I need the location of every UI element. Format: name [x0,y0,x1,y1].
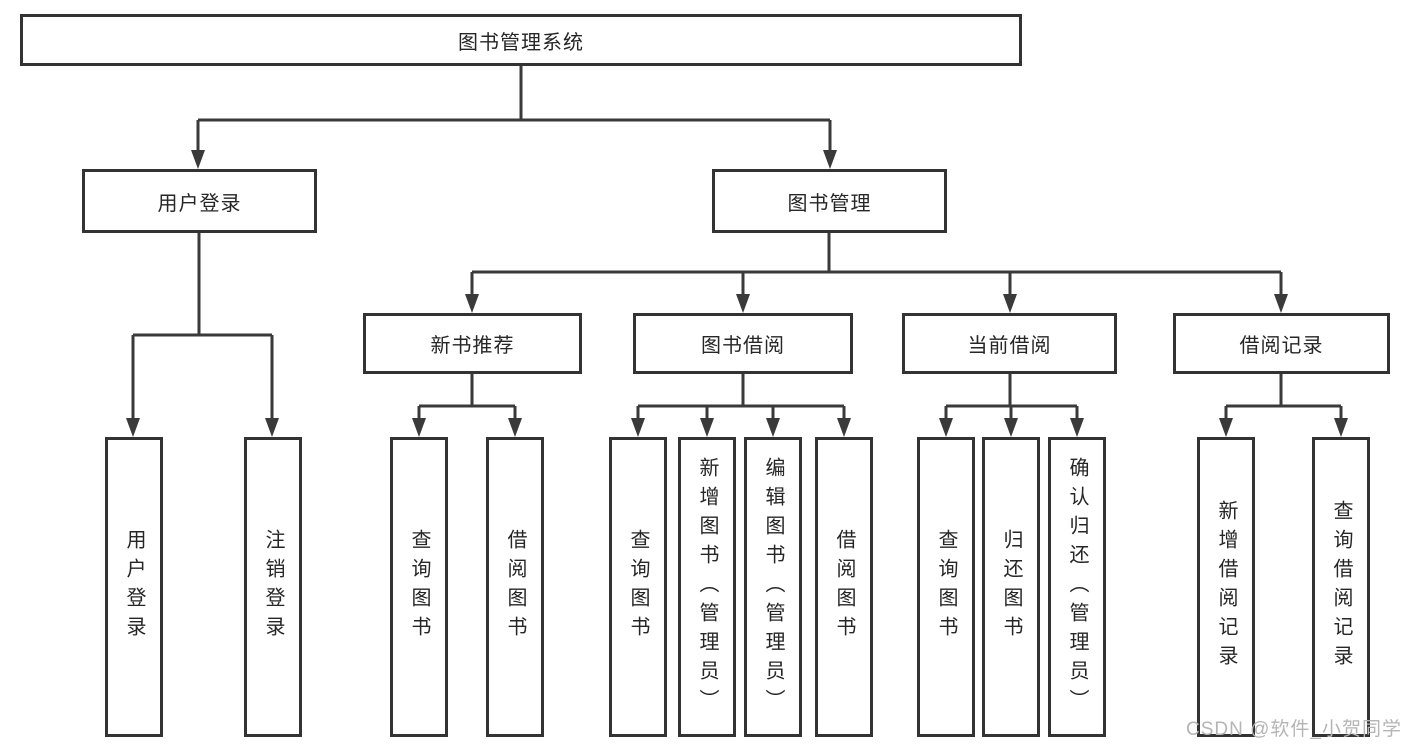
leaf-logout-label: 注销登录 [262,529,284,645]
leaf-query-book-1: 查询图书 [390,437,448,737]
csdn-watermark: CSDN @软件_小贺同学 [1186,719,1402,740]
leaf-add-borrow-record-label: 新增借阅记录 [1215,500,1237,674]
node-root: 图书管理系统 [20,14,1022,66]
arrowheads [126,150,1348,437]
node-book-borrow: 图书借阅 [633,313,853,374]
leaf-query-book-2-label: 查询图书 [627,529,649,645]
leaf-return-book-label: 归还图书 [1000,529,1022,645]
leaf-add-book-admin: 新增图书（管理员） [678,437,736,737]
leaf-query-borrow-record-label: 查询借阅记录 [1330,500,1352,674]
leaf-query-book-3: 查询图书 [917,437,975,737]
leaf-confirm-return-admin: 确认归还（管理员） [1048,437,1106,737]
leaf-borrow-book-1: 借阅图书 [486,437,544,737]
node-user-login-label: 用户登录 [157,192,242,215]
node-current-borrow-label: 当前借阅 [967,335,1052,357]
leaf-logout: 注销登录 [244,437,302,737]
leaf-borrow-book-2-label: 借阅图书 [833,529,855,645]
leaf-user-login: 用户登录 [105,437,163,737]
leaf-add-borrow-record: 新增借阅记录 [1197,437,1255,737]
leaf-query-borrow-record: 查询借阅记录 [1312,437,1370,737]
leaf-query-book-2: 查询图书 [609,437,667,737]
leaf-return-book: 归还图书 [982,437,1040,737]
leaf-confirm-return-admin-label: 确认归还（管理员） [1066,456,1088,718]
leaf-query-book-1-label: 查询图书 [408,529,430,645]
node-new-book-recommend: 新书推荐 [363,313,582,374]
leaf-user-login-label: 用户登录 [123,529,145,645]
node-borrow-record-label: 借阅记录 [1239,335,1324,357]
node-book-management: 图书管理 [712,169,947,233]
node-borrow-record: 借阅记录 [1173,313,1390,374]
node-new-book-recommend-label: 新书推荐 [430,335,515,357]
leaf-edit-book-admin: 编辑图书（管理员） [744,437,802,737]
leaf-borrow-book-2: 借阅图书 [815,437,873,737]
node-book-management-label: 图书管理 [787,192,872,215]
node-user-login: 用户登录 [82,169,317,233]
connector-segments [131,66,1343,420]
node-book-borrow-label: 图书借阅 [701,335,785,357]
leaf-borrow-book-1-label: 借阅图书 [504,529,526,645]
node-current-borrow: 当前借阅 [902,313,1117,374]
leaf-add-book-admin-label: 新增图书（管理员） [696,456,718,718]
leaf-edit-book-admin-label: 编辑图书（管理员） [762,456,784,718]
leaf-query-book-3-label: 查询图书 [935,529,957,645]
node-root-label: 图书管理系统 [458,31,584,54]
